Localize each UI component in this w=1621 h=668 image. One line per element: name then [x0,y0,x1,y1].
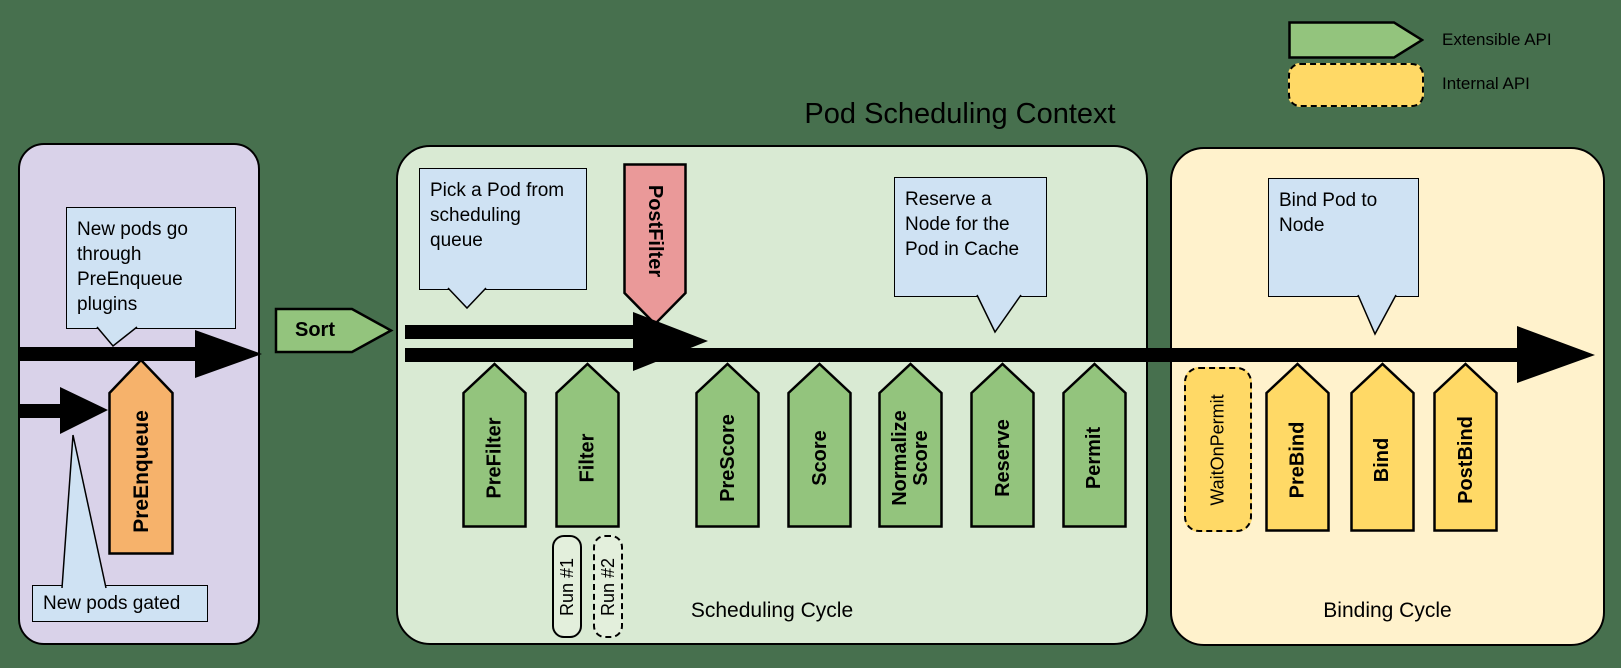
legend-internal-shape [1288,63,1424,107]
waitonpermit-label: WaitOnPermit [1208,393,1229,506]
filter-run2-pill: Run #2 [593,535,623,638]
plugin-waitonpermit-pill: WaitOnPermit [1184,367,1252,532]
callout-bind-pod: Bind Pod to Node [1268,178,1419,297]
plugin-arrow-permit: Permit [1062,362,1127,528]
bind-label: Bind [1371,437,1394,483]
prescore-label: PreScore [716,414,739,502]
plugin-arrow-prescore: PreScore [695,362,760,528]
plugin-arrow-bind: Bind [1350,362,1415,532]
filter-run1-pill: Run #1 [552,535,582,638]
postbind-label: PostBind [1454,416,1477,504]
filter-label: Filter [576,433,599,483]
callout-reserve-node: Reserve a Node for the Pod in Cache [894,177,1047,297]
plugin-arrow-postfilter: PostFilter [623,163,687,326]
legend-extensible-label: Extensible API [1442,30,1552,49]
plugin-arrow-reserve: Reserve [970,362,1035,528]
plugin-arrow-normalize-score: Normalize Score [878,362,943,528]
score-label: Score [808,430,831,486]
plugin-arrow-prebind: PreBind [1265,362,1330,532]
legend-extensible-arrow-icon [1288,21,1424,59]
sort-plugin-label: Sort [295,319,335,341]
callout-pick-pod: Pick a Pod from scheduling queue [419,168,587,290]
permit-label: Permit [1083,426,1106,490]
plugin-arrow-preenqueue: PreEnqueue [108,358,174,555]
arrow-shape [623,163,687,326]
binding-cycle-label: Binding Cycle [1323,599,1452,622]
plugin-arrow-postbind: PostBind [1433,362,1498,532]
callout-pods-gated: New pods gated [32,585,208,622]
prebind-label: PreBind [1286,421,1309,499]
diagram-title: Pod Scheduling Context [804,98,1116,130]
postfilter-label: PostFilter [644,184,666,277]
scheduling-cycle-label: Scheduling Cycle [690,599,854,622]
plugin-arrow-filter: Filter [555,362,620,528]
plugin-arrow-prefilter: PreFilter [462,362,527,528]
legend-internal-label: Internal API [1442,74,1530,93]
preenqueue-label: PreEnqueue [129,410,153,533]
prefilter-label: PreFilter [483,417,506,499]
plugin-arrow-score: Score [787,362,852,528]
reserve-label: Reserve [991,419,1014,497]
normalize-score-label: Normalize Score [888,410,932,506]
callout-preenqueue-note: New pods go through PreEnqueue plugins [66,207,236,329]
